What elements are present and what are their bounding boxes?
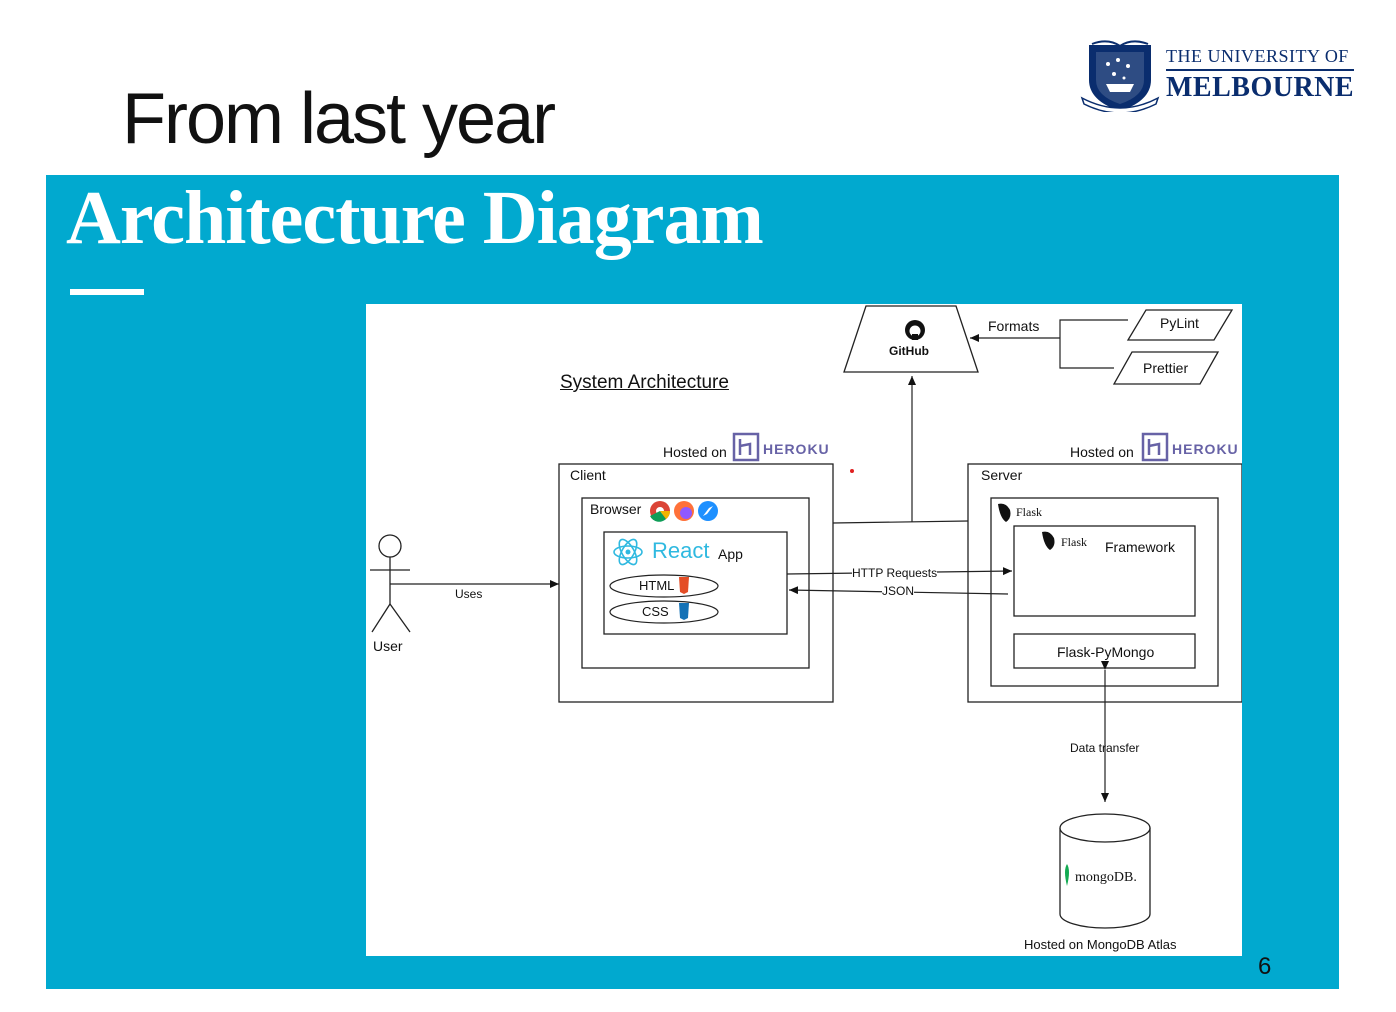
server-hosted-label: Hosted on <box>1070 444 1134 460</box>
server-heroku-label: HEROKU <box>1172 441 1239 457</box>
http-label: HTTP Requests <box>852 566 938 580</box>
heroku-icon-server <box>1141 432 1169 462</box>
react-icon <box>613 538 643 566</box>
mongodb-hosted-label: Hosted on MongoDB Atlas <box>1024 937 1177 952</box>
logo-divider <box>1166 69 1354 71</box>
client-hosted-label: Hosted on <box>663 444 727 460</box>
server-label: Server <box>981 467 1023 483</box>
prettier-shape <box>1112 351 1220 385</box>
react-label: React <box>652 538 710 563</box>
data-transfer-label: Data transfer <box>1070 741 1140 755</box>
university-logo: THE UNIVERSITY OF MELBOURNE <box>1078 40 1358 114</box>
pymongo-label: Flask-PyMongo <box>1057 644 1155 660</box>
marker-dot <box>850 469 854 473</box>
json-label: JSON <box>882 584 915 598</box>
mongodb-leaf-icon <box>1065 864 1069 886</box>
app-label: App <box>718 546 743 562</box>
user-label: User <box>373 638 403 654</box>
pylint-label: PyLint <box>1160 315 1199 331</box>
flask-framework-logo-label: Flask <box>1061 535 1088 549</box>
github-label: GitHub <box>889 344 929 358</box>
browser-label: Browser <box>590 501 642 517</box>
github-icon <box>905 320 925 340</box>
firefox-icon <box>674 501 694 521</box>
html-label: HTML <box>639 578 675 593</box>
uses-label: Uses <box>455 587 483 601</box>
logo-line-1: THE UNIVERSITY OF <box>1166 46 1349 66</box>
panel-heading: Architecture Diagram <box>66 176 764 260</box>
prettier-label: Prettier <box>1143 360 1189 376</box>
css3-icon <box>679 603 689 620</box>
html-ellipse <box>609 574 719 598</box>
css-ellipse <box>609 600 719 624</box>
panel-heading-rule <box>70 289 144 295</box>
css-label: CSS <box>642 604 669 619</box>
framework-label: Framework <box>1105 539 1176 555</box>
mongodb-label: mongoDB. <box>1075 870 1137 885</box>
client-label: Client <box>570 467 606 483</box>
logo-line-2: MELBOURNE <box>1166 72 1355 103</box>
flask-icon-framework <box>1042 531 1055 550</box>
flask-icon <box>998 503 1011 522</box>
format-bracket <box>1059 319 1128 369</box>
architecture-diagram: System Architecture GitHub Formats PyLin… <box>366 304 1242 956</box>
chrome-icon <box>650 501 670 522</box>
heroku-icon-client <box>732 432 760 462</box>
page-number: 6 <box>1258 953 1272 980</box>
client-heroku-label: HEROKU <box>763 441 830 457</box>
slide-title: From last year <box>122 79 556 159</box>
pylint-shape <box>1126 309 1234 341</box>
diagram-heading: System Architecture <box>560 372 729 393</box>
formats-label: Formats <box>988 318 1040 334</box>
safari-icon <box>698 501 718 521</box>
client-server-link <box>832 520 969 524</box>
mongodb-cylinder <box>1059 813 1151 929</box>
html5-icon <box>679 577 689 594</box>
flask-label: Flask <box>1016 505 1043 519</box>
university-crest-icon <box>1080 40 1160 114</box>
user-icon <box>370 534 411 633</box>
